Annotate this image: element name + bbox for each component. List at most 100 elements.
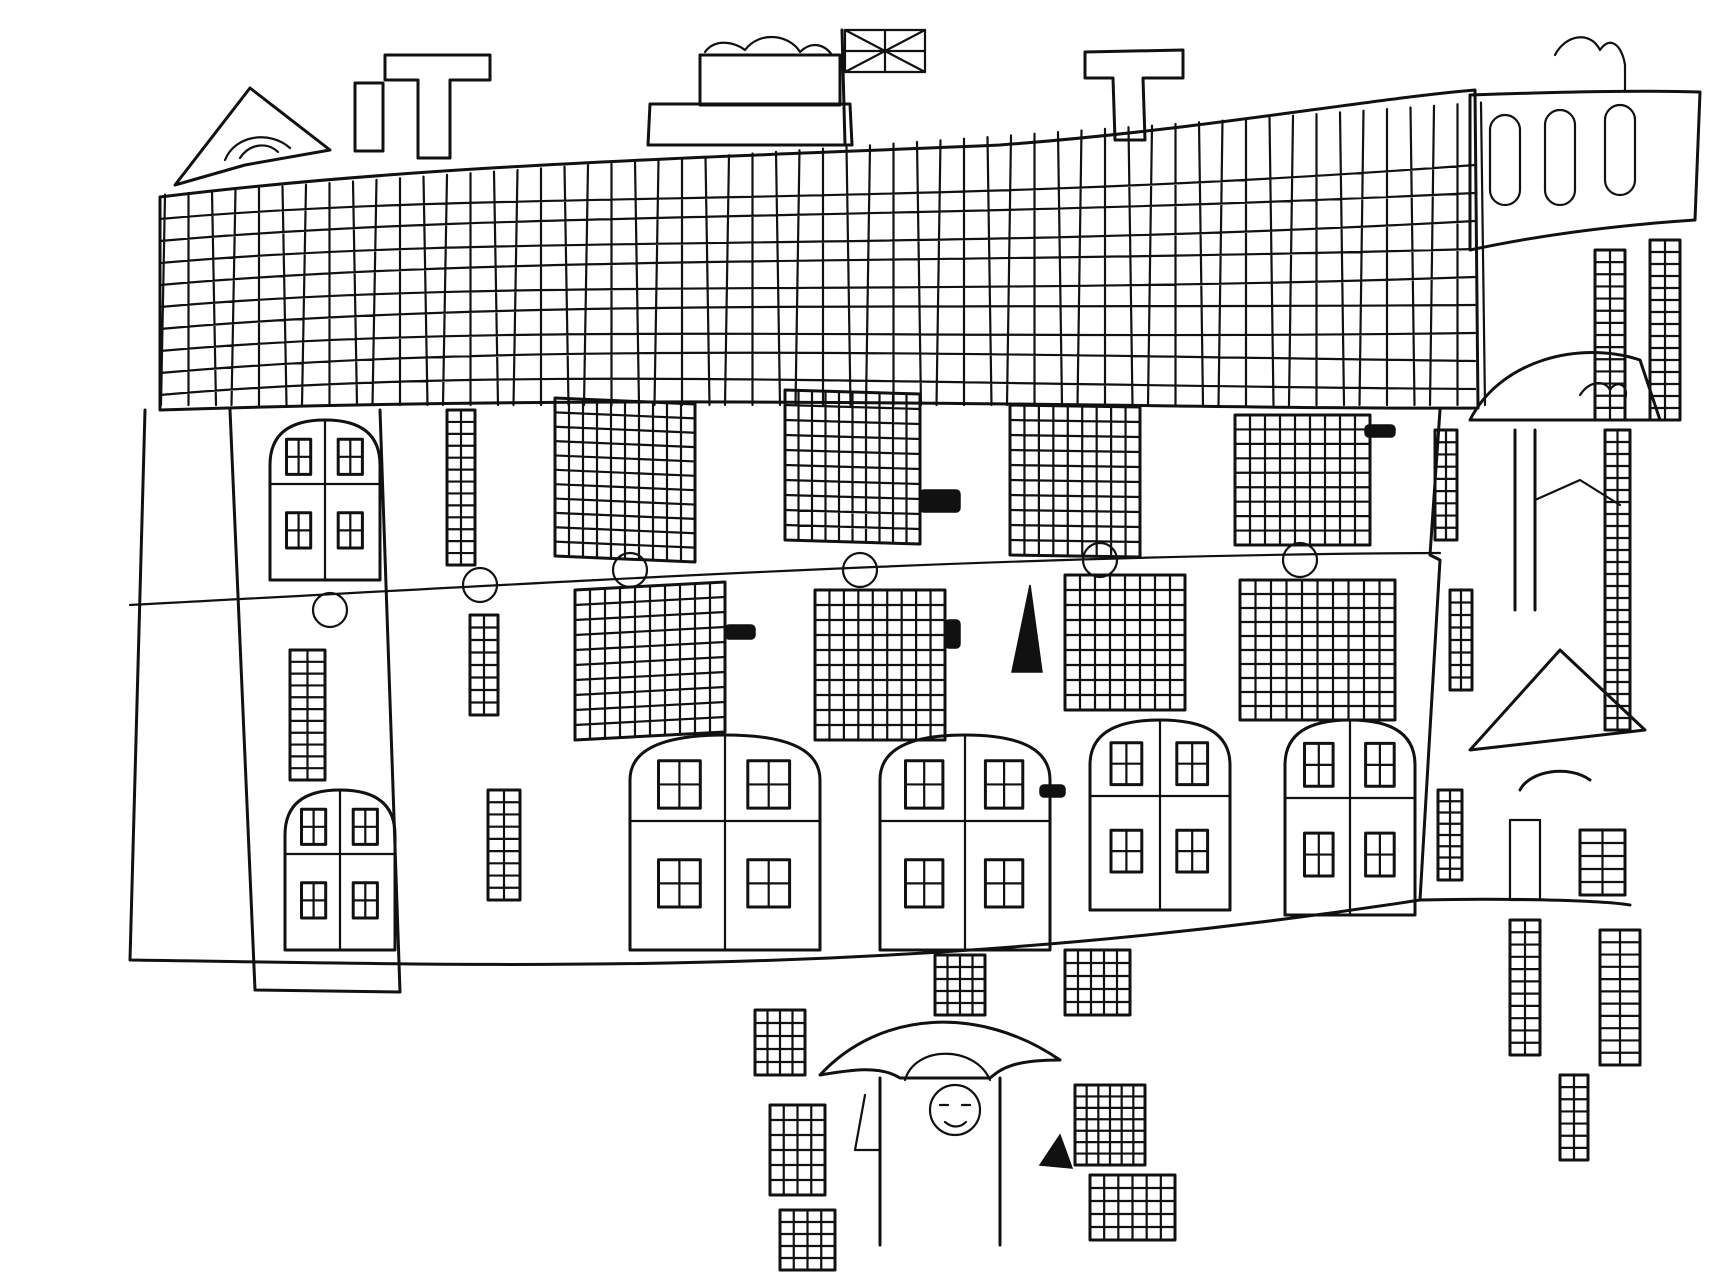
grid-window-11-panes bbox=[768, 1103, 827, 1197]
grid-window-6 bbox=[813, 588, 947, 742]
arched-window-5-cross bbox=[1283, 718, 1417, 917]
arched-window-6-pane-4-frame bbox=[336, 511, 364, 550]
grid-window-5-frame bbox=[573, 580, 727, 742]
ink-blob-1 bbox=[919, 489, 961, 513]
grid-window-15-frame bbox=[1063, 948, 1132, 1017]
grid-window-14 bbox=[753, 1008, 807, 1077]
tall-window-10 bbox=[1558, 1073, 1590, 1162]
tall-window-14-frame bbox=[1578, 828, 1627, 897]
grid-window-3 bbox=[1008, 403, 1142, 559]
grid-window-13-panes bbox=[1088, 1173, 1177, 1242]
arched-window-6 bbox=[268, 418, 382, 582]
arched-window-1-pane-3 bbox=[300, 881, 328, 920]
arched-window-2-pane-1-frame bbox=[657, 759, 702, 810]
tall-window-2 bbox=[468, 613, 500, 717]
grid-window-12 bbox=[778, 1208, 837, 1272]
entrance-face-features bbox=[938, 1103, 972, 1128]
tall-window-10-panes bbox=[1558, 1073, 1590, 1162]
tall-window-1 bbox=[445, 408, 477, 567]
tall-window-4-panes bbox=[486, 788, 522, 902]
tall-window-3 bbox=[288, 648, 327, 782]
arched-window-4-pane-4-frame bbox=[1175, 828, 1210, 874]
arched-window-2-pane-2-frame bbox=[746, 759, 792, 810]
arched-window-4-cross bbox=[1088, 718, 1232, 912]
entrance-canopy bbox=[818, 1020, 1062, 1080]
right-wing-base bbox=[1418, 897, 1632, 907]
grid-window-5-panes bbox=[573, 581, 727, 741]
tall-window-12-panes bbox=[1648, 238, 1682, 422]
arched-window-2-pane-4-panes bbox=[746, 858, 791, 909]
entrance bbox=[818, 1020, 1062, 1247]
arched-window-5-pane-2 bbox=[1364, 741, 1396, 788]
rosettes bbox=[311, 424, 1396, 798]
arched-window-5-pane-3 bbox=[1303, 831, 1335, 878]
arched-window-3-pane-3-frame bbox=[904, 858, 945, 909]
grid-window-1-panes bbox=[553, 397, 697, 563]
tower-crest bbox=[1553, 36, 1627, 92]
tower-chevron bbox=[1533, 478, 1622, 507]
arched-window-3-pane-3 bbox=[904, 858, 945, 909]
arched-window-6-pane-4-panes bbox=[337, 511, 364, 550]
tall-window-14 bbox=[1578, 828, 1627, 897]
grid-window-12-frame bbox=[778, 1208, 837, 1272]
grid-window-14-panes bbox=[753, 1008, 807, 1077]
tall-window-12 bbox=[1648, 238, 1682, 422]
tall-window-4 bbox=[486, 788, 522, 902]
arched-window-5-pane-3-panes bbox=[1303, 832, 1335, 878]
tall-window-3-panes bbox=[288, 648, 327, 782]
tall-window-11-panes bbox=[1593, 248, 1627, 422]
arched-window-1-pane-1 bbox=[300, 807, 328, 846]
rosette-2 bbox=[461, 566, 499, 604]
arched-window-4-pane-3 bbox=[1109, 828, 1144, 874]
arched-window-5-pane-2-frame bbox=[1364, 741, 1396, 788]
arched-window-5-pane-3-frame bbox=[1303, 831, 1335, 878]
rooftop bbox=[173, 28, 1185, 187]
grid-window-11 bbox=[768, 1103, 827, 1197]
arched-window-6-pane-3-frame bbox=[285, 511, 313, 550]
arched-window-1 bbox=[283, 788, 397, 952]
tower-side-arch bbox=[1518, 769, 1592, 792]
arched-window-6-pane-1-panes bbox=[285, 438, 312, 476]
tall-window-8 bbox=[1508, 918, 1542, 1057]
arched-window-4-pane-3-frame bbox=[1109, 828, 1144, 874]
arched-window-3-cross bbox=[878, 733, 1052, 952]
grid-window-10-panes bbox=[1073, 1083, 1147, 1167]
grid-window-8 bbox=[1238, 578, 1397, 722]
tall-window-7-panes bbox=[1436, 788, 1464, 882]
flagpole bbox=[840, 28, 847, 147]
arched-window-2-pane-1 bbox=[657, 759, 702, 810]
grid-window-8-panes bbox=[1238, 578, 1397, 722]
arched-window-4-pane-1 bbox=[1109, 741, 1144, 787]
arched-window-1-pane-4-panes bbox=[352, 881, 379, 920]
arched-window-1-cross bbox=[283, 788, 397, 952]
tower-window-2 bbox=[1543, 108, 1577, 207]
grid-window-1 bbox=[553, 396, 697, 564]
arched-window-5-pane-1-panes bbox=[1303, 742, 1335, 788]
roof-grid-lines bbox=[158, 101, 1487, 407]
gable-ornament bbox=[173, 86, 332, 187]
black-small-triangle bbox=[1038, 1133, 1074, 1169]
tower-arch-canopy bbox=[1468, 351, 1662, 422]
arched-window-6-cross bbox=[268, 418, 382, 582]
arched-window-5-pane-1 bbox=[1303, 741, 1335, 788]
arched-window-3-pane-4 bbox=[983, 858, 1025, 909]
tall-window-11-frame bbox=[1593, 248, 1627, 422]
tall-window-10-frame bbox=[1558, 1073, 1590, 1162]
grid-window-4 bbox=[1233, 413, 1372, 547]
arched-window-4-pane-2 bbox=[1175, 741, 1210, 787]
entrance-walls bbox=[878, 1076, 1002, 1247]
arched-window-3-pane-2 bbox=[983, 759, 1025, 810]
tall-window-1-frame bbox=[445, 408, 477, 567]
arched-window-1-pane-1-frame bbox=[300, 807, 328, 846]
rosette-4 bbox=[841, 551, 879, 589]
tall-window-8-frame bbox=[1508, 918, 1542, 1057]
tall-window-5 bbox=[1433, 428, 1459, 542]
arched-window-3 bbox=[878, 733, 1052, 952]
tall-window-14-panes bbox=[1578, 828, 1627, 897]
arched-window-1-pane-2-panes bbox=[352, 808, 379, 846]
arched-window-2-pane-3 bbox=[657, 858, 702, 909]
tall-window-7 bbox=[1436, 788, 1464, 882]
arched-windows bbox=[268, 418, 1417, 952]
